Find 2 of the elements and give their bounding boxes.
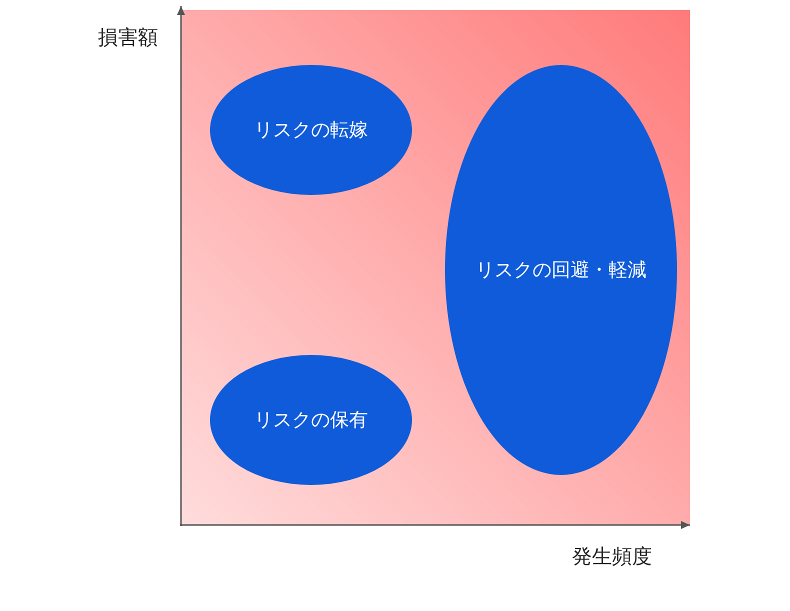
y-axis-label: 損害額 <box>98 24 158 51</box>
x-axis-label: 発生頻度 <box>572 543 652 570</box>
